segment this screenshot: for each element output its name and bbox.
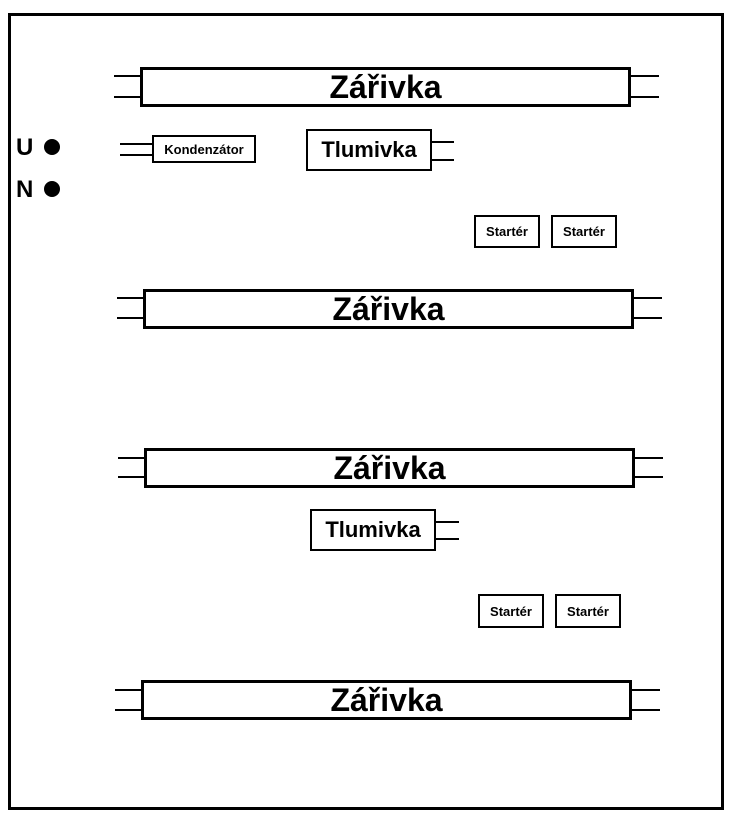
starter-4: Startér xyxy=(555,594,621,628)
ballast-1-lead-top xyxy=(431,141,454,143)
starter-2: Startér xyxy=(551,215,617,248)
starter-1-label: Startér xyxy=(486,224,528,239)
ballast-1-lead-bottom xyxy=(431,159,454,161)
tube-1-left-pin-top xyxy=(114,75,141,77)
tube-4: Zářivka xyxy=(141,680,632,720)
tube-4-right-pin-top xyxy=(631,689,660,691)
tube-4-left-pin-top xyxy=(115,689,142,691)
terminal-u-dot xyxy=(44,139,60,155)
tube-3-right-pin-bottom xyxy=(634,476,663,478)
tube-2: Zářivka xyxy=(143,289,634,329)
terminal-n-label: N xyxy=(16,176,34,203)
tube-2-right-pin-top xyxy=(633,297,662,299)
ballast-2: Tlumivka xyxy=(310,509,436,551)
tube-1-label: Zářivka xyxy=(329,68,442,105)
ballast-1-label: Tlumivka xyxy=(321,137,417,162)
tube-2-label: Zářivka xyxy=(332,290,445,327)
capacitor: Kondenzátor xyxy=(152,135,256,163)
capacitor-lead-bottom xyxy=(120,154,154,156)
tube-2-right-pin-bottom xyxy=(633,317,662,319)
tube-4-left-pin-bottom xyxy=(115,709,142,711)
tube-3-label: Zářivka xyxy=(333,449,446,486)
tube-3: Zářivka xyxy=(144,448,635,488)
tube-4-right-pin-bottom xyxy=(631,709,660,711)
starter-4-label: Startér xyxy=(567,603,609,619)
terminal-n-dot xyxy=(44,181,60,197)
ballast-2-label: Tlumivka xyxy=(325,517,421,542)
starter-3-label: Startér xyxy=(490,603,532,619)
tube-4-label: Zářivka xyxy=(330,681,443,718)
tube-3-left-pin-top xyxy=(118,457,145,459)
tube-1-right-pin-top xyxy=(630,75,659,77)
diagram-frame xyxy=(8,13,724,810)
tube-1-right-pin-bottom xyxy=(630,96,659,98)
starter-1: Startér xyxy=(474,215,540,248)
capacitor-label: Kondenzátor xyxy=(164,141,244,157)
terminal-u-label: U xyxy=(16,134,34,161)
tube-1: Zářivka xyxy=(140,67,631,107)
ballast-1: Tlumivka xyxy=(306,129,432,171)
tube-1-left-pin-bottom xyxy=(114,96,141,98)
tube-3-right-pin-top xyxy=(634,457,663,459)
starter-2-label: Startér xyxy=(563,224,605,239)
tube-3-left-pin-bottom xyxy=(118,476,145,478)
ballast-2-lead-top xyxy=(435,521,459,523)
starter-3: Startér xyxy=(478,594,544,628)
ballast-2-lead-bottom xyxy=(435,538,459,540)
tube-2-left-pin-top xyxy=(117,297,144,299)
tube-2-left-pin-bottom xyxy=(117,317,144,319)
capacitor-lead-top xyxy=(120,143,154,145)
